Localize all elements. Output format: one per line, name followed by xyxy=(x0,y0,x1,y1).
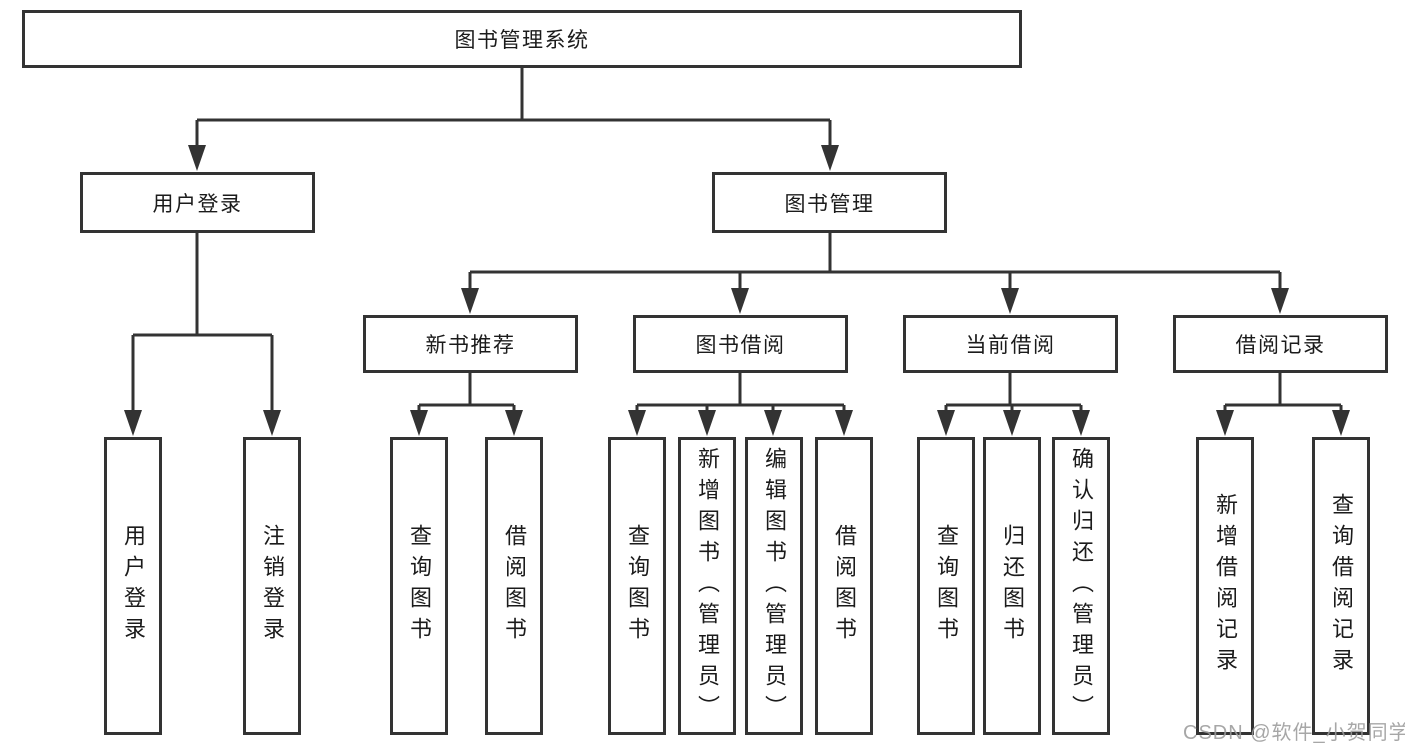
node-new-book-recommend: 新书推荐 xyxy=(363,315,578,373)
arrowhead xyxy=(1003,410,1021,436)
node-leaf-logout: 注销登录 xyxy=(243,437,301,735)
arrowhead xyxy=(461,288,479,314)
node-leaf-borrow-query: 查询图书 xyxy=(608,437,666,735)
arrowhead xyxy=(628,410,646,436)
node-book-borrow: 图书借阅 xyxy=(633,315,848,373)
connector-user-login-children xyxy=(131,233,274,413)
node-user-login: 用户登录 xyxy=(80,172,315,233)
arrowhead xyxy=(263,410,281,436)
connector-borrow-records-children xyxy=(1223,373,1343,413)
arrowheads xyxy=(124,145,1350,436)
arrowhead xyxy=(505,410,523,436)
node-leaf-current-confirm-admin: 确认归还（管理员） xyxy=(1052,437,1110,735)
arrowhead xyxy=(1216,410,1234,436)
node-leaf-current-return: 归还图书 xyxy=(983,437,1041,735)
node-leaf-newbooks-borrow: 借阅图书 xyxy=(485,437,543,735)
node-borrow-records: 借阅记录 xyxy=(1173,315,1388,373)
arrowhead xyxy=(937,410,955,436)
arrowhead xyxy=(1332,410,1350,436)
arrowhead xyxy=(731,288,749,314)
node-book-management: 图书管理 xyxy=(712,172,947,233)
arrowhead xyxy=(821,145,839,171)
arrowhead xyxy=(1072,410,1090,436)
node-leaf-current-query: 查询图书 xyxy=(917,437,975,735)
arrowhead xyxy=(410,410,428,436)
arrowhead xyxy=(1001,288,1019,314)
connector-root-to-level2 xyxy=(195,68,832,148)
node-root-system: 图书管理系统 xyxy=(22,10,1022,68)
node-leaf-borrow-edit-admin: 编辑图书（管理员） xyxy=(745,437,803,735)
connector-current-borrow-children xyxy=(944,373,1083,413)
arrowhead xyxy=(835,410,853,436)
node-current-borrow: 当前借阅 xyxy=(903,315,1118,373)
arrowhead xyxy=(124,410,142,436)
node-leaf-borrow-add-admin: 新增图书（管理员） xyxy=(678,437,736,735)
connector-lines xyxy=(131,68,1343,413)
arrowhead xyxy=(698,410,716,436)
connector-new-book-children xyxy=(417,373,516,413)
node-leaf-newbooks-query: 查询图书 xyxy=(390,437,448,735)
connector-book-borrow-children xyxy=(635,373,846,413)
node-leaf-records-add: 新增借阅记录 xyxy=(1196,437,1254,735)
arrowhead xyxy=(188,145,206,171)
node-leaf-user-login: 用户登录 xyxy=(104,437,162,735)
arrowhead xyxy=(764,410,782,436)
node-leaf-records-query: 查询借阅记录 xyxy=(1312,437,1370,735)
arrowhead xyxy=(1271,288,1289,314)
connector-book-management-children xyxy=(468,233,1282,291)
csdn-watermark: CSDN @软件_小贺同学 xyxy=(1183,722,1405,744)
node-leaf-borrow-borrow: 借阅图书 xyxy=(815,437,873,735)
